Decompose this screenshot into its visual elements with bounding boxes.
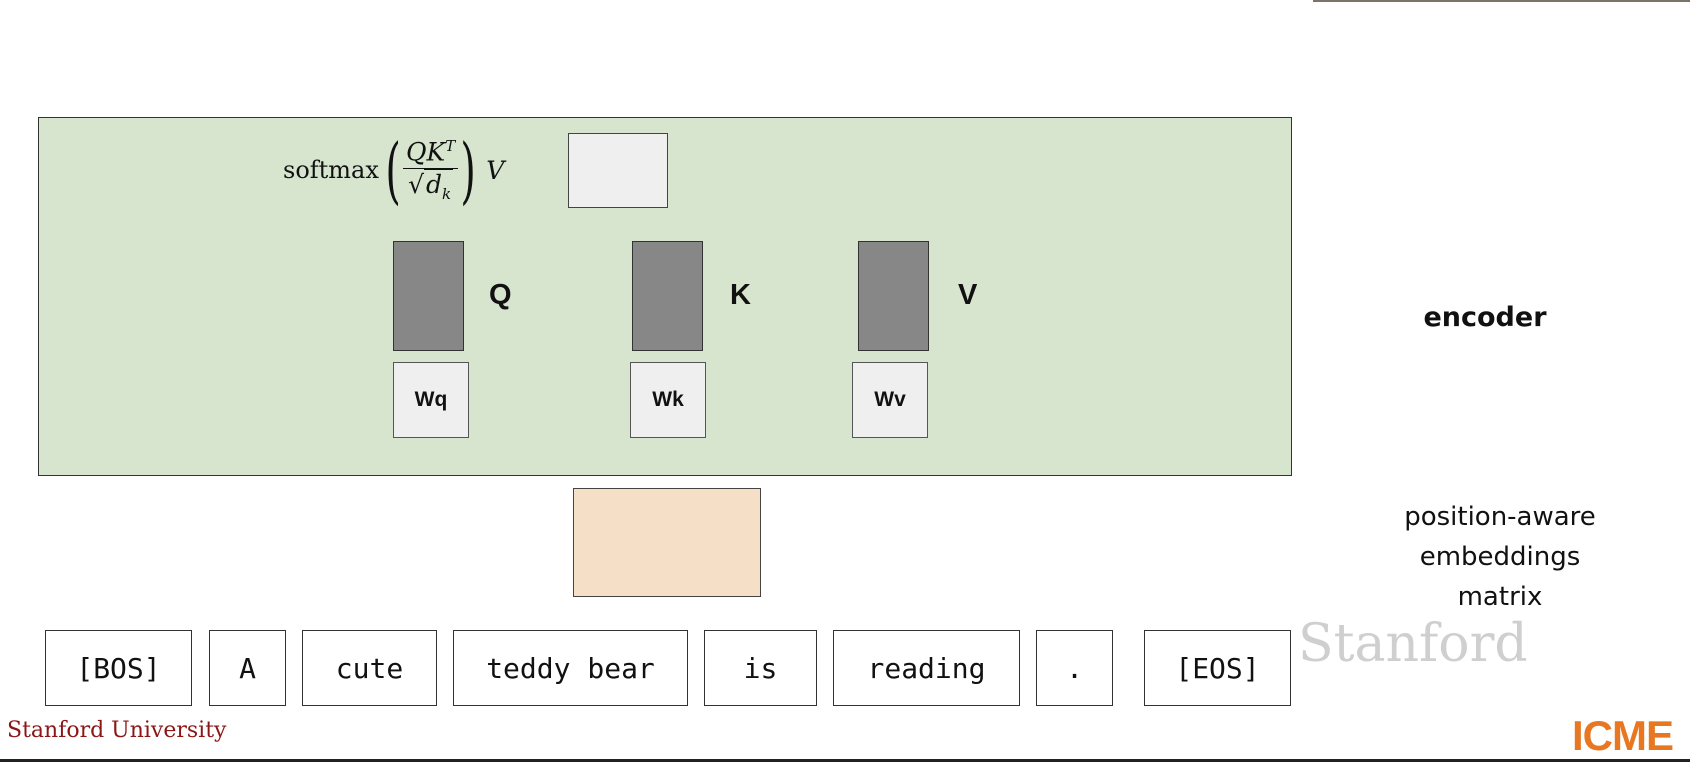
stanford-university-logo: Stanford University bbox=[7, 718, 227, 743]
embeddings-label-line1: position-aware bbox=[1404, 502, 1596, 532]
formula-radicand: dk bbox=[424, 168, 454, 202]
bottom-rule bbox=[0, 759, 1690, 762]
key-weight-box: Wk bbox=[630, 362, 706, 438]
embedding-matrix-box bbox=[573, 488, 761, 597]
key-label: K bbox=[730, 279, 751, 311]
token-reading: reading bbox=[833, 630, 1020, 706]
token-teddy-bear: teddy bear bbox=[453, 630, 688, 706]
formula-numerator-sup: T bbox=[445, 136, 456, 155]
formula-denominator-base: d bbox=[426, 169, 443, 199]
encoder-label: encoder bbox=[1423, 302, 1547, 333]
formula-numerator: QKT bbox=[403, 136, 459, 169]
sqrt-sign: √ bbox=[408, 169, 425, 199]
query-weight-box: Wq bbox=[393, 362, 469, 438]
token-eos: [EOS] bbox=[1144, 630, 1291, 706]
embeddings-label: position-aware embeddings matrix bbox=[1380, 497, 1620, 617]
value-label: V bbox=[958, 279, 978, 311]
token-bos: [BOS] bbox=[45, 630, 192, 706]
query-vector-box bbox=[393, 241, 464, 351]
top-rule bbox=[1313, 0, 1690, 2]
formula-numerator-base: QK bbox=[406, 137, 446, 167]
stanford-watermark: Stanford bbox=[1298, 614, 1528, 674]
value-vector-box bbox=[858, 241, 929, 351]
token-row: [BOS] A cute teddy bear is reading . [EO… bbox=[45, 630, 1295, 706]
attention-formula: softmax ( QKT √dk ) V bbox=[283, 130, 504, 210]
token-a: A bbox=[209, 630, 286, 706]
token-is: is bbox=[704, 630, 817, 706]
formula-denominator: √dk bbox=[408, 168, 454, 203]
formula-fraction: QKT √dk bbox=[403, 136, 459, 203]
embeddings-label-line3: matrix bbox=[1457, 582, 1543, 612]
icme-logo: ICME bbox=[1572, 712, 1674, 759]
query-label: Q bbox=[489, 279, 512, 311]
embeddings-label-line2: embeddings bbox=[1419, 542, 1581, 572]
formula-right-paren: ) bbox=[460, 128, 476, 212]
token-period: . bbox=[1036, 630, 1113, 706]
formula-value: V bbox=[486, 155, 505, 185]
value-weight-box: Wv bbox=[852, 362, 928, 438]
token-cute: cute bbox=[302, 630, 437, 706]
formula-left-paren: ( bbox=[385, 128, 401, 212]
key-vector-box bbox=[632, 241, 703, 351]
formula-function: softmax bbox=[283, 156, 379, 184]
formula-denominator-sub: k bbox=[442, 184, 452, 203]
attention-output-box bbox=[568, 133, 668, 208]
